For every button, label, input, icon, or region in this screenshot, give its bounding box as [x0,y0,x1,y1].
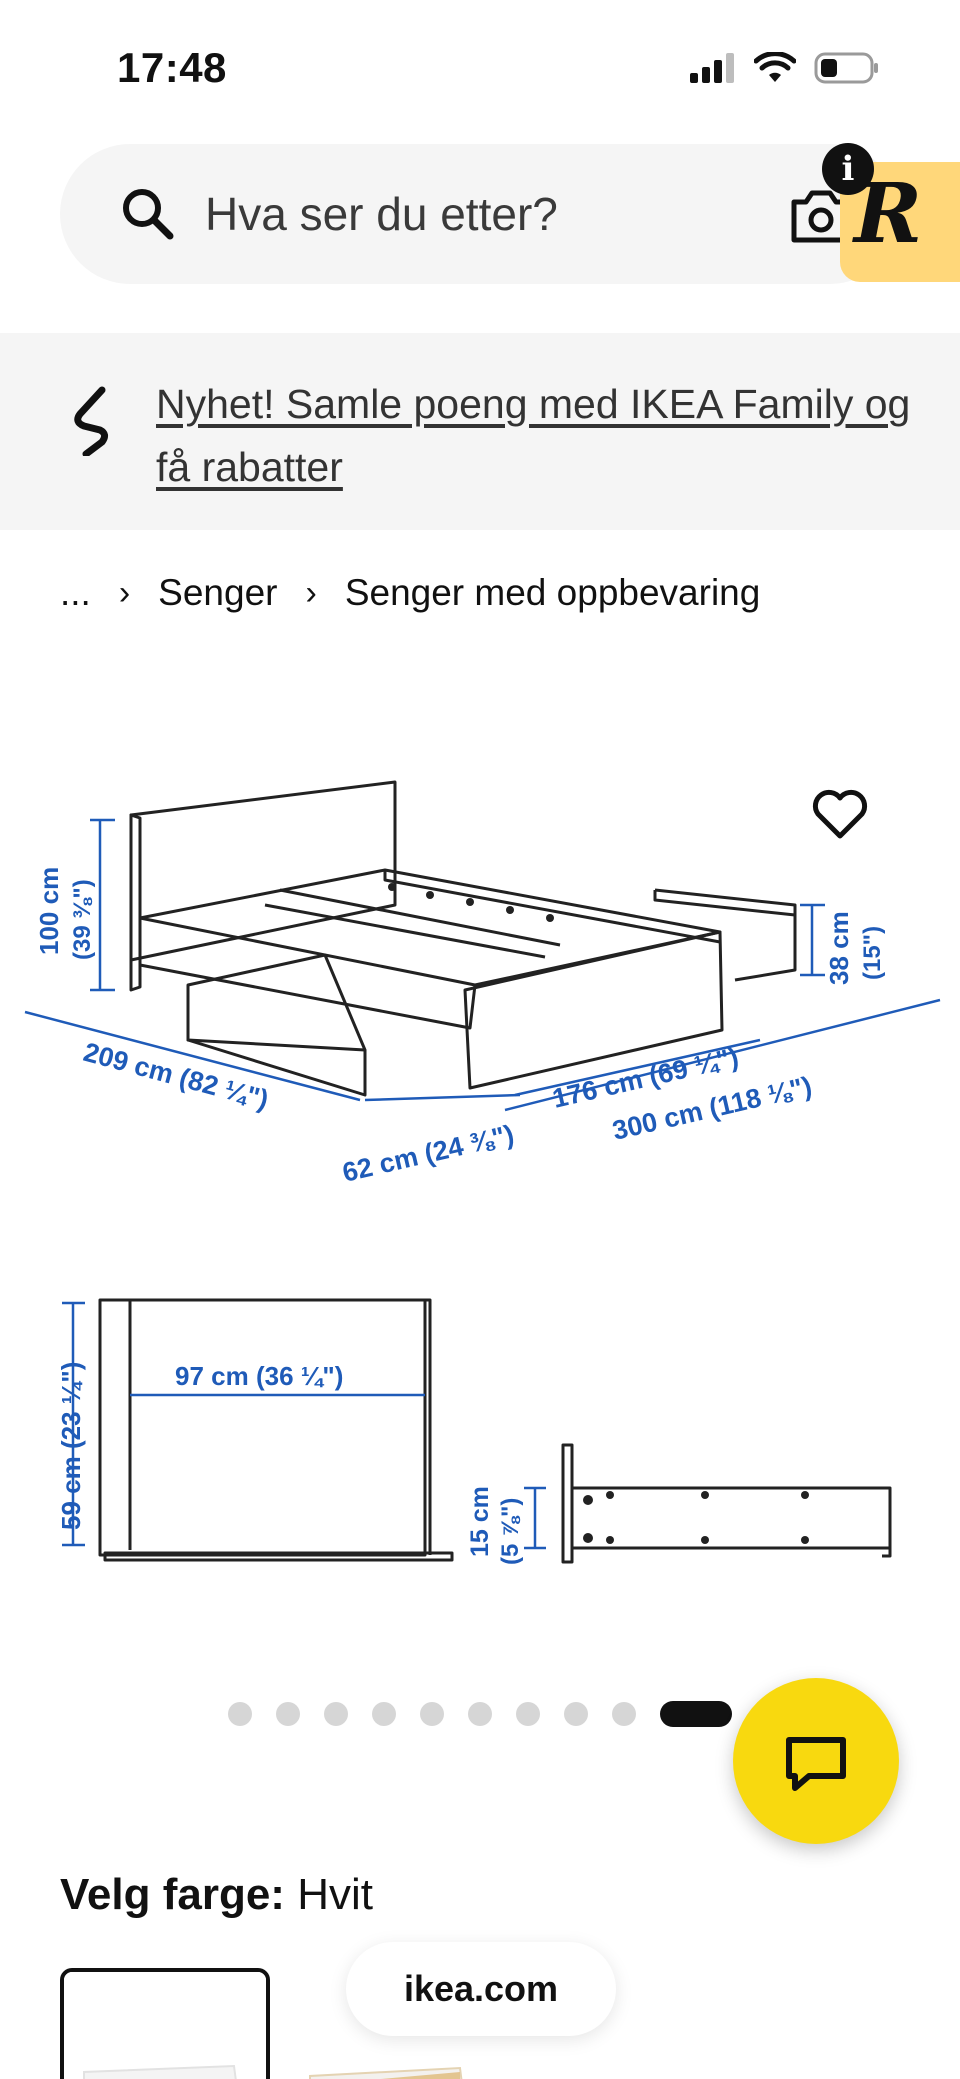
color-selector-label: Velg farge: Hvit [60,1870,373,1920]
dimension-drawer-length: 59 cm (23 ¼") [56,1362,86,1530]
carousel-dot[interactable] [564,1702,588,1726]
info-icon[interactable]: i [822,143,874,195]
battery-icon [814,52,878,84]
search-input[interactable] [205,174,685,254]
chat-button[interactable] [733,1678,899,1844]
color-value: Hvit [297,1870,373,1919]
carousel-dot-active[interactable] [660,1701,732,1727]
carousel-dot[interactable] [420,1702,444,1726]
search-bar[interactable] [60,144,900,284]
dimension-drawer-height-inches: (5 ⅞") [497,1498,524,1565]
promo-banner[interactable]: Nyhet! Samle poeng med IKEA Family og få… [0,333,960,530]
heart-icon[interactable] [812,788,868,840]
bed-thumbnail [64,1972,266,2079]
status-icons [690,52,880,84]
status-bar: 17:48 [0,0,960,130]
carousel-dot[interactable] [228,1702,252,1726]
dimension-drawer-pull: 62 cm (24 ⅜") [340,1119,517,1188]
promo-link[interactable]: Nyhet! Samle poeng med IKEA Family og få… [156,381,911,490]
carousel-dot[interactable] [276,1702,300,1726]
dimension-drawer-depth-inches: (15") [859,926,886,980]
carousel-dot[interactable] [372,1702,396,1726]
color-label-heading: Velg farge: [60,1870,285,1919]
dimension-bed-length: 209 cm (82 ¼") [80,1037,271,1115]
signal-icon [690,53,734,83]
breadcrumb-ellipsis[interactable]: ... [60,572,91,613]
carousel-indicators[interactable] [228,1701,732,1727]
chevron-right-icon: › [305,573,317,612]
breadcrumb: ... › Senger › Senger med oppbevaring [60,568,760,618]
color-swatch-white[interactable] [60,1968,270,2079]
browser-url-pill[interactable]: ikea.com [346,1942,616,2036]
status-time: 17:48 [117,44,227,91]
dimension-drawer-height: 15 cm [466,1486,494,1557]
dimension-drawer-depth: 38 cm [824,911,854,985]
ikea-family-icon [74,386,109,456]
dimension-bed-height: 100 cm [34,867,64,955]
wifi-icon [754,52,796,82]
camera-icon[interactable] [788,186,854,246]
carousel-dot[interactable] [468,1702,492,1726]
product-dimension-image[interactable]: 100 cm (39 ⅜") 38 cm (15") 209 cm (82 ¼"… [0,720,960,1640]
breadcrumb-item-senger[interactable]: Senger [158,572,278,613]
search-icon[interactable] [118,184,178,244]
carousel-dot[interactable] [516,1702,540,1726]
breadcrumb-item-storage-beds[interactable]: Senger med oppbevaring [344,572,761,613]
carousel-dot[interactable] [324,1702,348,1726]
carousel-dot[interactable] [612,1702,636,1726]
dimension-bed-height-inches: (39 ⅜") [69,879,96,960]
chat-icon [786,1737,846,1791]
dimension-drawer-width: 97 cm (36 ¼") [175,1361,343,1391]
chevron-right-icon: › [118,573,131,612]
